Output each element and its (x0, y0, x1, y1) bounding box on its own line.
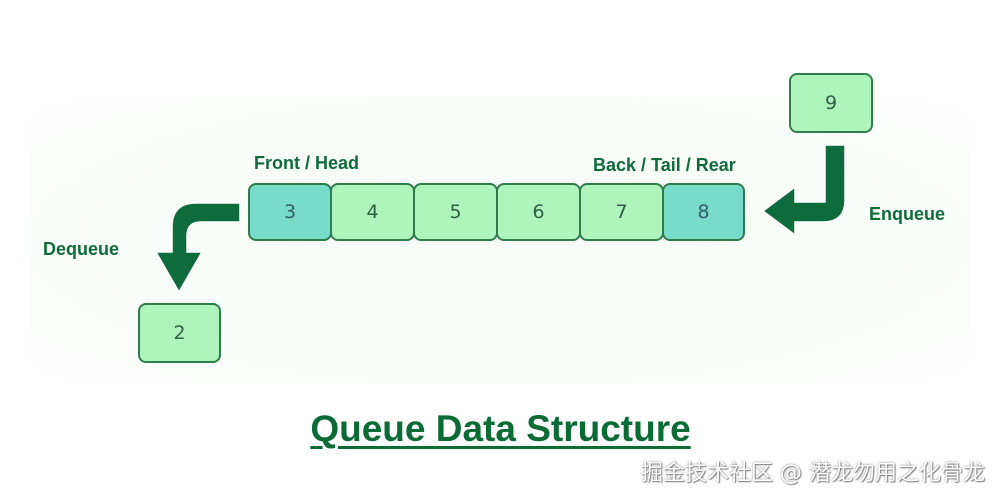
queue-cell: 4 (330, 183, 415, 241)
queue-cell-rear: 8 (662, 183, 745, 241)
queue-cell: 6 (496, 183, 581, 241)
queue-cell-front: 3 (248, 183, 332, 241)
front-head-label: Front / Head (254, 153, 360, 173)
back-tail-rear-label: Back / Tail / Rear (593, 155, 736, 175)
queue-cell: 5 (413, 183, 498, 241)
dequeued-element: 2 (138, 303, 221, 363)
dequeue-label: Dequeue (43, 239, 120, 259)
queue-cell: 7 (579, 183, 664, 241)
diagram-title: Queue Data Structure (310, 408, 691, 449)
enqueue-label: Enqueue (869, 204, 946, 224)
enqueued-element: 9 (789, 73, 873, 133)
watermark: 掘金技术社区 @ 潜龙勿用之化骨龙 (641, 461, 985, 486)
